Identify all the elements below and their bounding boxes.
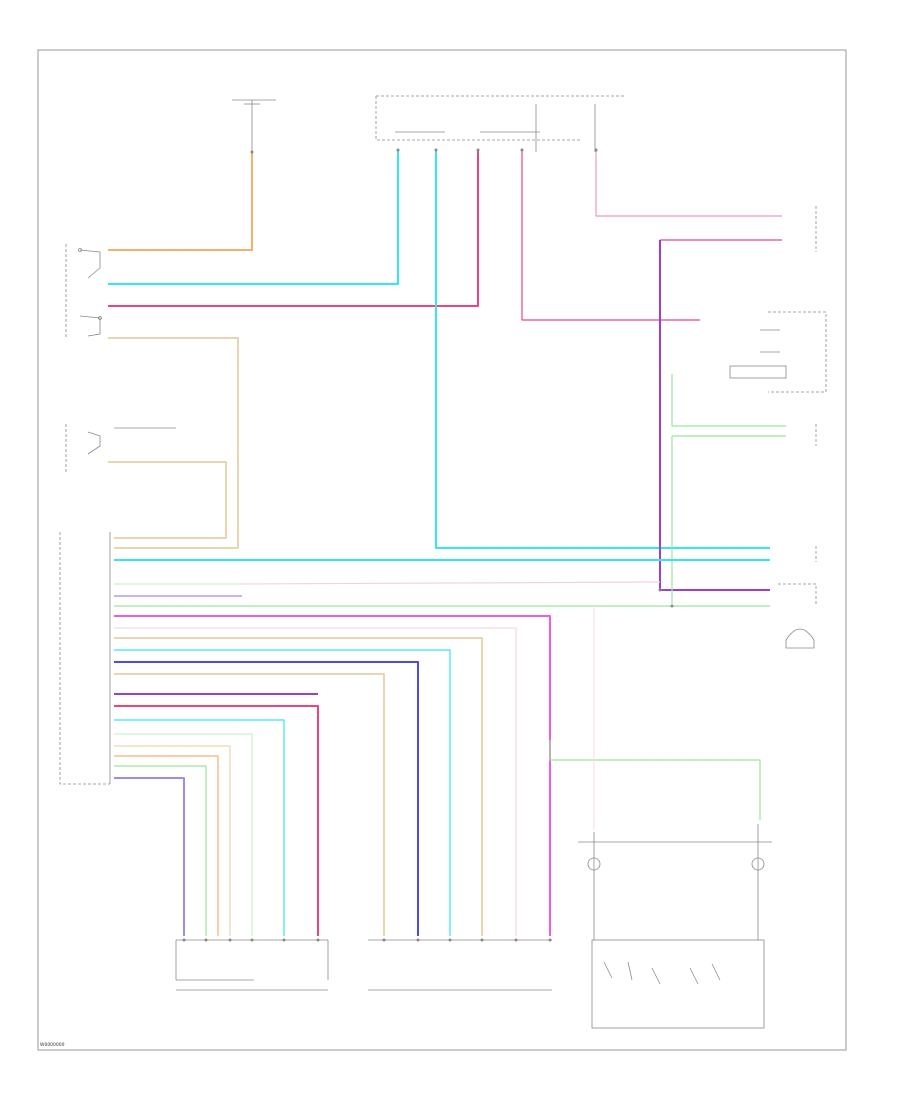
wire-light-blue-1 [108,150,399,285]
wire-orange-throttle [114,755,219,936]
wire-red-2 [521,150,700,321]
wire-tan [108,337,239,549]
brake-switch-connector [65,244,102,338]
wire-green-2 [671,435,786,604]
wire-tan-2 [114,637,483,936]
wire-pink-faint [241,581,661,585]
wire-light-green-throttle [114,733,253,936]
diagram-border [37,49,847,1051]
wire-light-blue-3 [114,649,451,936]
fuse-block [375,95,626,152]
accelerator-sensor [368,939,552,991]
wire-magenta [114,615,551,936]
ecm-connector [59,532,111,785]
wire-tan-clutch [108,461,227,539]
throttle-control [175,939,329,991]
wire-blue [114,661,419,936]
wire-green-cluster [671,374,786,427]
wire-pale-pink [114,627,517,936]
wire-purple [659,240,770,591]
terminal-dots [182,148,674,942]
fuse-left [232,99,276,152]
right-connectors [778,206,817,649]
clutch-switch [65,424,176,472]
wire-orange [108,152,253,251]
wire-violet-throttle [114,777,185,936]
wire-green-throttle [114,765,207,936]
wire-light-blue-2 [435,150,770,549]
wire-pink [595,150,782,217]
cruise-switch [578,824,772,1029]
wire-red [108,150,479,307]
footer-code: W0000000 [40,1042,65,1048]
wire-tan-3 [114,673,385,936]
wire-tan-throttle [114,745,231,936]
cluster-box [729,311,827,393]
wire-red-throttle [114,705,319,936]
wire-green-cruise [549,740,761,820]
wire-light-blue-throttle [114,719,285,936]
